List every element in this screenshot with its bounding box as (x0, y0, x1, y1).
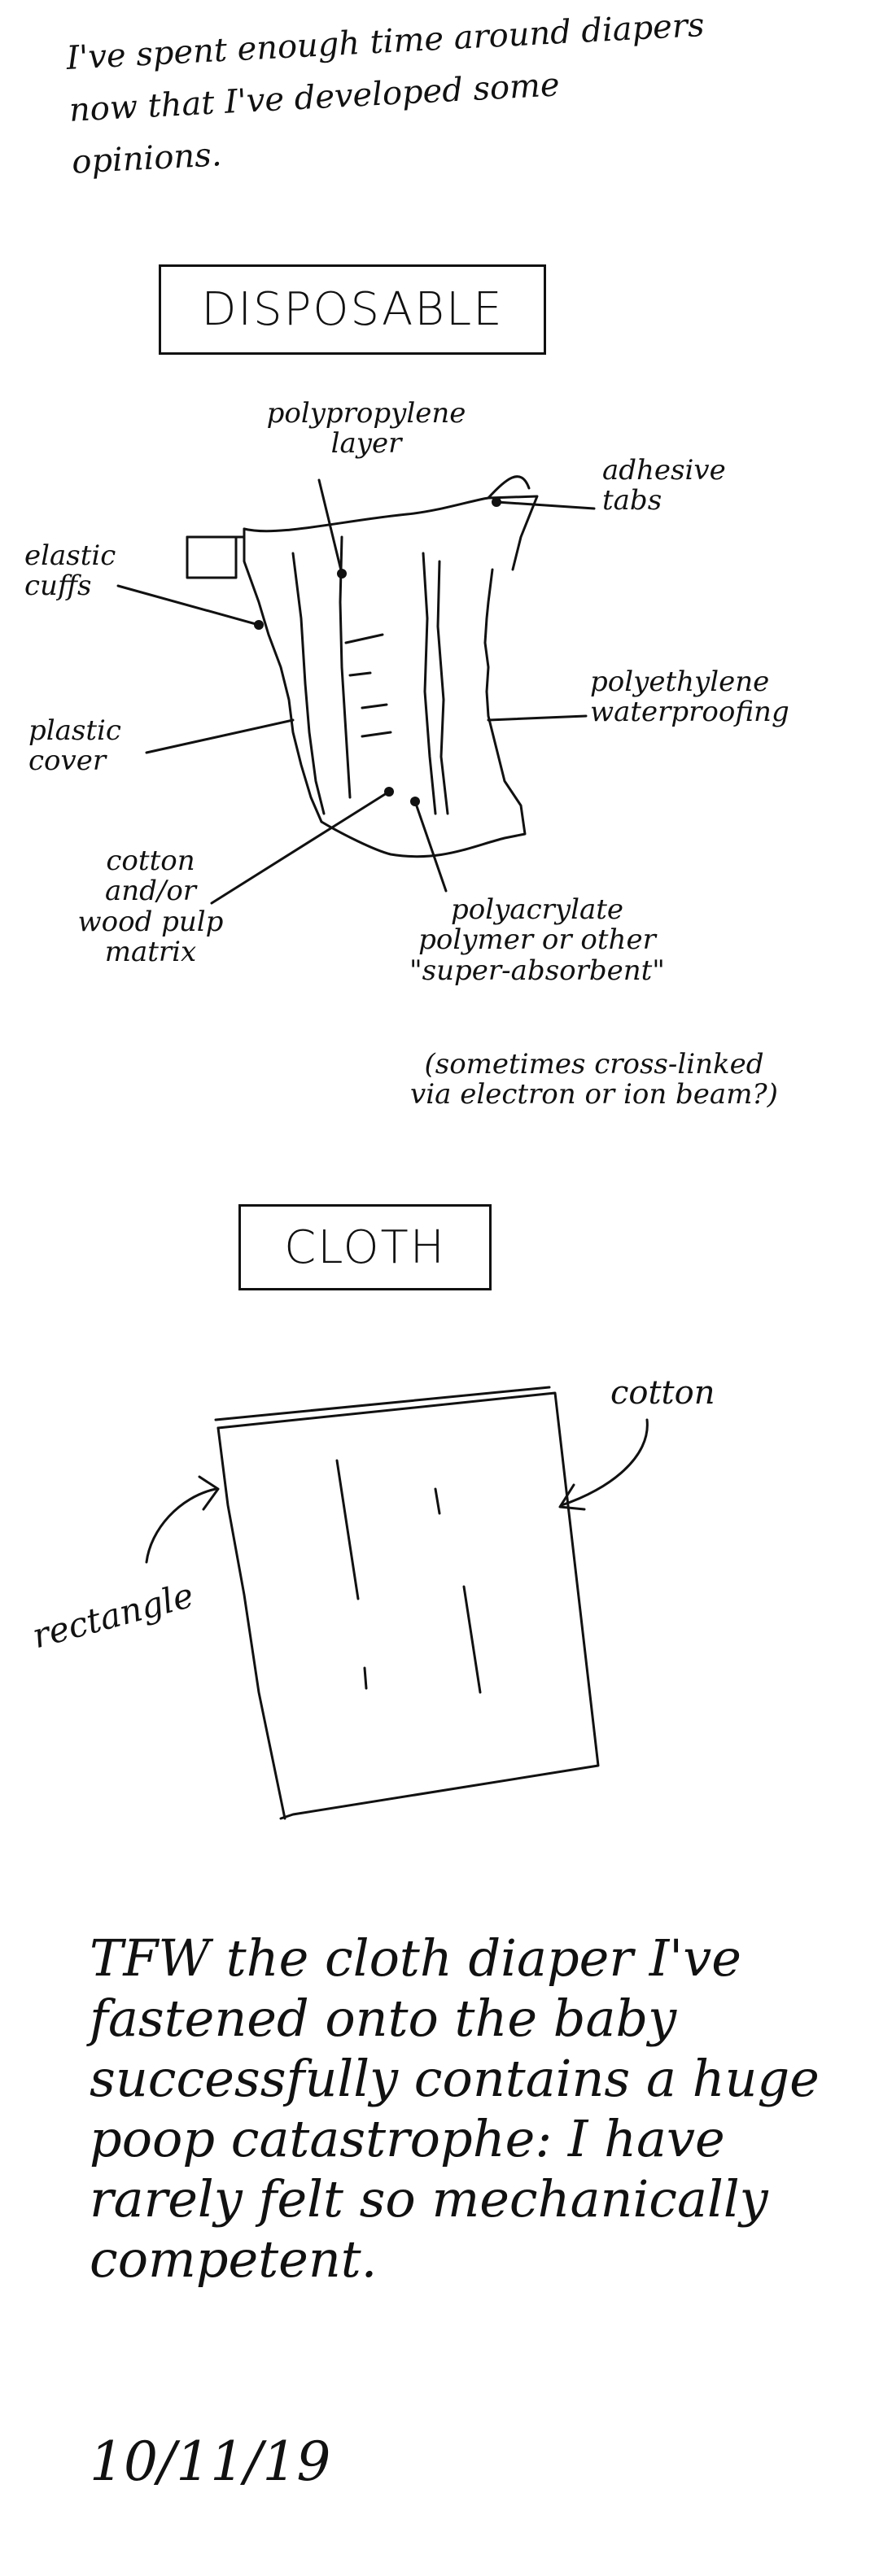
label-polyethylene: polyethylene waterproofing (590, 666, 789, 729)
label-crosslinked: (sometimes cross-linked via electron or … (410, 1048, 778, 1111)
label-polyacrylate: polyacrylate polymer or other "super-abs… (409, 893, 665, 987)
disposable-diaper-drawing (186, 475, 539, 858)
label-elastic-cuffs: elastic cuffs (24, 539, 116, 603)
disposable-heading: DISPOSABLE (201, 283, 504, 336)
label-plastic-cover: plastic cover (28, 714, 121, 778)
label-cotton: cotton (610, 1374, 715, 1412)
label-cotton-wood-pulp: cotton and/or wood pulp matrix (77, 845, 224, 969)
cloth-heading: CLOTH (284, 1220, 446, 1274)
closing-text: TFW the cloth diaper I've fastened onto … (90, 1928, 820, 2289)
label-adhesive-tabs: adhesive tabs (602, 454, 726, 517)
date-text: 10/11/19 (90, 2430, 331, 2493)
cloth-heading-box: CLOTH (238, 1204, 492, 1290)
cloth-diaper-drawing (214, 1386, 600, 1820)
disposable-heading-box: DISPOSABLE (159, 264, 546, 355)
label-polypropylene: polypropylene layer (266, 397, 466, 461)
